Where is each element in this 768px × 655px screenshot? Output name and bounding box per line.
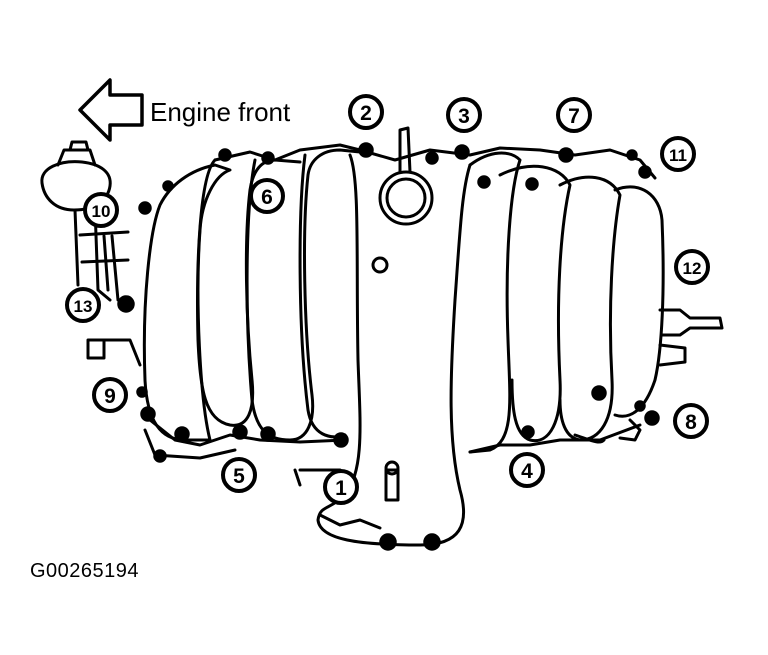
callout-12: 12: [683, 259, 702, 278]
callout-10-circle: [83, 192, 119, 228]
figure-id-caption: G00265194: [30, 560, 140, 582]
bolt-heads: [117, 142, 660, 551]
callout-13-circle: [65, 287, 101, 323]
callout-5: 5: [233, 465, 245, 488]
center-port: [378, 170, 434, 226]
callout-1: 1: [335, 477, 347, 500]
runner-8: [613, 185, 665, 418]
callout-2-circle: [348, 94, 384, 130]
callout-5-circle: [221, 457, 257, 493]
callout-4-circle: [509, 452, 545, 488]
callout-2: 2: [360, 102, 372, 125]
callout-7: 7: [568, 105, 580, 128]
callout-9-circle: [92, 377, 128, 413]
callout-8: 8: [685, 411, 697, 434]
callout-3-circle: [446, 97, 482, 133]
right-fitting: [658, 308, 724, 337]
runner-1: [142, 163, 232, 442]
callout-7-circle: [556, 97, 592, 133]
callout-6: 6: [261, 186, 273, 209]
throttle-actuator: [40, 140, 142, 367]
callout-9: 9: [104, 385, 116, 408]
bottom-rail: [148, 418, 642, 454]
runner-5: [468, 151, 522, 454]
engine-front-arrow: [78, 78, 144, 142]
callout-3: 3: [458, 105, 470, 128]
top-rail: [213, 143, 657, 180]
callout-4: 4: [521, 460, 533, 483]
callout-10: 10: [92, 202, 111, 221]
callout-8-circle: [673, 403, 709, 439]
callout-1-circle: [323, 469, 359, 505]
callout-13: 13: [74, 297, 93, 316]
callout-11: 11: [669, 146, 687, 165]
callout-12-circle: [674, 249, 710, 285]
callout-6-circle: [249, 178, 285, 214]
runner-4: [298, 153, 347, 439]
plenum: [316, 153, 472, 547]
runner-7: [558, 175, 622, 442]
callout-11-circle: [660, 136, 696, 172]
runner-3: [245, 148, 362, 442]
engine-front-label: Engine front: [150, 97, 291, 127]
